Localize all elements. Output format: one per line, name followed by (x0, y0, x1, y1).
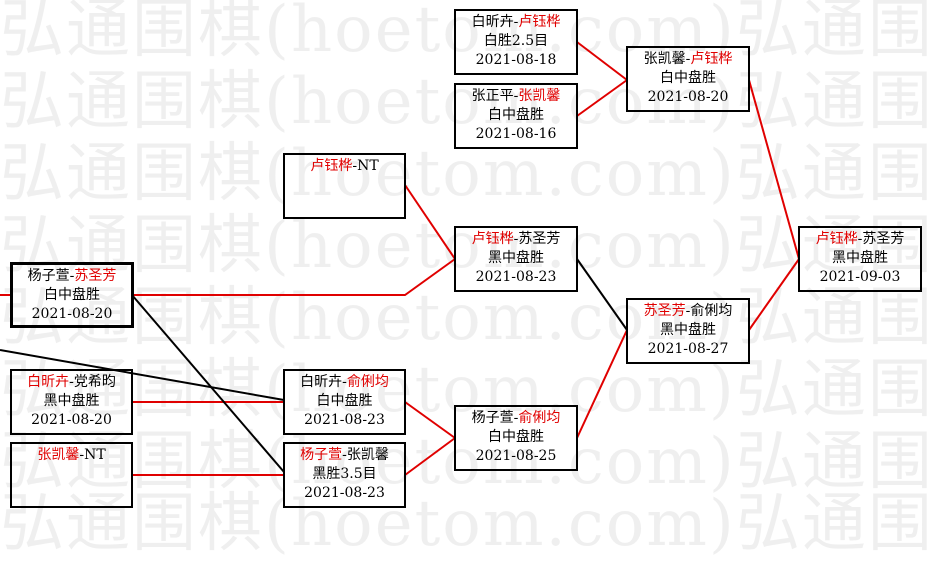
player-2: 俞俐均 (346, 374, 389, 390)
match-result: 白中盘胜 (488, 429, 544, 445)
connector-line (576, 41, 628, 81)
player-2: 俞俐均 (518, 410, 561, 426)
player-2: 党希昀 (73, 374, 116, 390)
player-2: 卢钰桦 (518, 14, 561, 30)
match-box: 张正平-张凯馨 白中盘胜 2021-08-16 (454, 83, 578, 149)
connector-line (0, 349, 285, 401)
match-box: 卢钰桦-NT (283, 153, 406, 219)
player-2: NT (357, 158, 379, 174)
match-date: 2021-08-23 (304, 485, 385, 501)
connector-line (576, 79, 628, 117)
match-box: 白昕卉-卢钰桦 白胜2.5目 2021-08-18 (454, 9, 578, 75)
player-1: 白昕卉 (27, 374, 70, 390)
match-result: 白胜2.5目 (483, 33, 549, 49)
match-date: 2021-08-23 (304, 412, 385, 428)
player-1: 卢钰桦 (471, 231, 514, 247)
match-result: 黑中盘胜 (488, 250, 544, 266)
match-date: 2021-08-27 (647, 341, 729, 357)
match-box: 张凯馨-NT (10, 442, 133, 508)
connector-line (404, 437, 456, 476)
match-box: 卢钰桦-苏圣芳 黑中盘胜 2021-09-03 (798, 226, 922, 292)
connector-line (131, 294, 285, 473)
player-2: 苏圣芳 (518, 231, 561, 247)
player-1: 白昕卉 (471, 14, 514, 30)
match-result: 黑中盘胜 (832, 250, 888, 266)
match-date: 2021-08-20 (31, 412, 112, 428)
connector-line (576, 258, 628, 331)
match-box: 杨子萱-张凯馨 黑胜3.5目 2021-08-23 (283, 442, 406, 508)
match-date: 2021-08-20 (647, 89, 729, 105)
match-result: 白中盘胜 (316, 393, 373, 409)
match-result: 黑中盘胜 (660, 322, 716, 338)
player-1: 杨子萱 (471, 410, 514, 426)
connector-line (404, 401, 456, 439)
connector-line (576, 329, 628, 439)
match-box: 张凯馨-卢钰桦 白中盘胜 2021-08-20 (626, 46, 750, 112)
match-date: 2021-08-23 (475, 269, 557, 285)
match-date: 2021-08-20 (31, 306, 113, 322)
player-1: 白昕卉 (300, 374, 343, 390)
match-date: 2021-09-03 (819, 269, 901, 285)
player-2: 俞俐均 (690, 303, 733, 319)
player-1: 张凯馨 (643, 51, 686, 67)
match-box: 杨子萱-俞俐均 白中盘胜 2021-08-25 (454, 405, 578, 471)
match-box: 白昕卉-俞俐均 白中盘胜 2021-08-23 (283, 369, 406, 435)
player-1: 张正平 (471, 88, 514, 104)
player-1: 杨子萱 (27, 268, 70, 284)
connector-line (132, 258, 456, 296)
player-2: 苏圣芳 (862, 231, 905, 247)
player-2: 苏圣芳 (74, 268, 117, 284)
match-date: 2021-08-16 (475, 126, 557, 142)
player-1: 卢钰桦 (310, 158, 353, 174)
match-date: 2021-08-18 (475, 52, 557, 68)
player-1: 卢钰桦 (815, 231, 858, 247)
match-date: 2021-08-25 (475, 448, 557, 464)
match-box: 杨子萱-苏圣芳 白中盘胜 2021-08-20 (10, 262, 134, 328)
match-result: 白中盘胜 (660, 70, 716, 86)
player-1: 苏圣芳 (643, 303, 686, 319)
player-2: NT (84, 447, 106, 463)
connector-line (748, 258, 800, 331)
match-result: 白中盘胜 (488, 107, 544, 123)
player-2: 张凯馨 (518, 88, 561, 104)
connector-line (748, 79, 800, 260)
match-result: 黑中盘胜 (43, 393, 100, 409)
match-box: 卢钰桦-苏圣芳 黑中盘胜 2021-08-23 (454, 226, 578, 292)
connector-line (404, 184, 456, 260)
player-2: 卢钰桦 (690, 51, 733, 67)
player-1: 张凯馨 (37, 447, 80, 463)
match-result: 白中盘胜 (44, 287, 100, 303)
bracket-connectors (0, 41, 800, 476)
player-2: 张凯馨 (346, 447, 389, 463)
match-box: 白昕卉-党希昀 黑中盘胜 2021-08-20 (10, 369, 133, 435)
player-1: 杨子萱 (300, 447, 343, 463)
match-box: 苏圣芳-俞俐均 黑中盘胜 2021-08-27 (626, 298, 750, 364)
match-result: 黑胜3.5目 (312, 466, 377, 482)
